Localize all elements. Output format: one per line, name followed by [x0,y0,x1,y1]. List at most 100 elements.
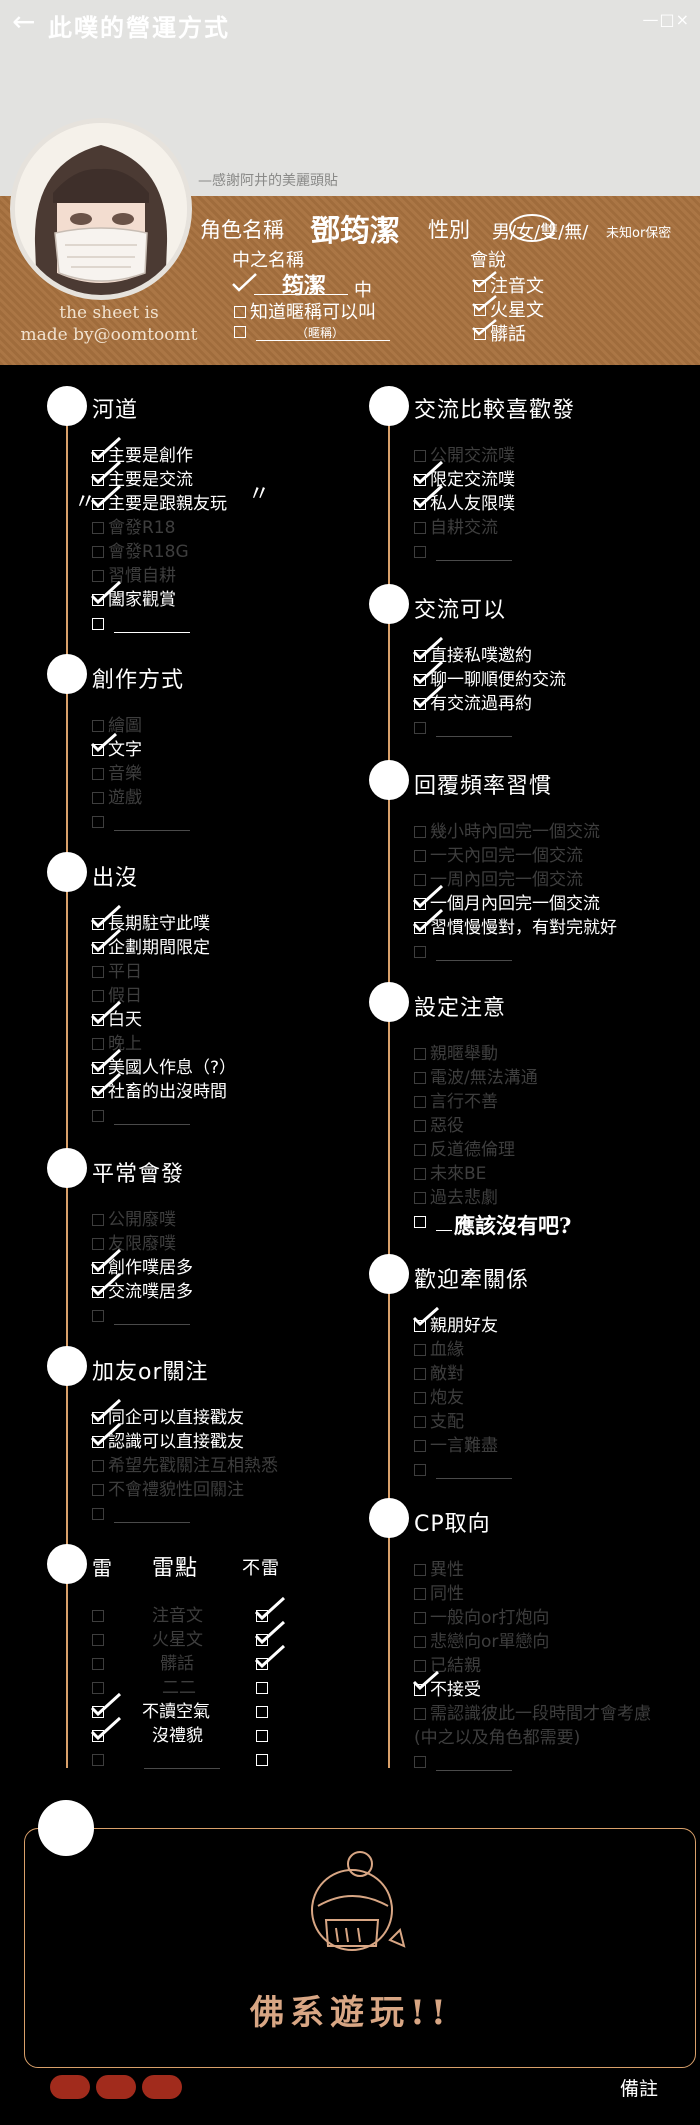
mines-row-zhuyin-right[interactable] [256,1606,272,1626]
friending-item-follow-first[interactable]: 希望先戳關注互相熱悉 [92,1456,278,1476]
creation-item-game[interactable]: 遊戲 [92,788,142,808]
usual-item-blank[interactable] [92,1306,108,1326]
cp-item-blank[interactable] [414,1752,430,1772]
usual-item-creation[interactable]: 創作噗居多 [92,1258,193,1278]
setting-item-bad-words[interactable]: 言行不善 [414,1092,498,1112]
welcome-item-dominance[interactable]: 支配 [414,1412,464,1432]
interaction-pref-item-private[interactable]: 私人友限噗 [414,494,515,514]
cp-item-no[interactable]: 不接受 [414,1680,481,1700]
mines-row-air-label: 不讀空氣 [142,1702,210,1722]
mines-row-swear-right[interactable] [256,1654,272,1674]
mines-row-extra-right[interactable] [256,1678,272,1698]
creation-item-draw[interactable]: 繪圖 [92,716,142,736]
cp-item-know-first[interactable]: 需認識彼此一段時間才會考慮 [414,1704,651,1724]
mines-row-rude-left[interactable] [92,1726,108,1746]
presence-item-blank[interactable] [92,1106,108,1126]
friending-item-no-follow-back[interactable]: 不會禮貌性回關注 [92,1480,244,1500]
mines-row-zhuyin-left[interactable] [92,1606,108,1626]
welcome-item-enemy[interactable]: 敵對 [414,1364,464,1384]
cp-item-married[interactable]: 已結親 [414,1656,481,1676]
heyue-item-r18[interactable]: 會發R18 [92,518,175,538]
usual-item-interaction[interactable]: 交流噗居多 [92,1282,193,1302]
nickname-value[interactable]: 筠潔 [282,273,327,299]
interaction-pref-item-limited[interactable]: 限定交流噗 [414,470,515,490]
heyue-item-blank[interactable] [92,614,108,634]
setting-item-future-be[interactable]: 未來BE [414,1164,486,1184]
setting-item-villain[interactable]: 惡役 [414,1116,464,1136]
heyue-item-r18g[interactable]: 會發R18G [92,542,189,562]
heyue-item-interaction[interactable]: 主要是交流 [92,470,193,490]
mines-row-swear-left[interactable] [92,1654,108,1674]
mines-row-martian-right[interactable] [256,1630,272,1650]
welcome-item-fwb[interactable]: 炮友 [414,1388,464,1408]
creation-item-blank[interactable] [92,812,108,832]
presence-item-night[interactable]: 晚上 [92,1034,142,1054]
reply-item-month[interactable]: 一個月內回完一個交流 [414,894,600,914]
creation-item-text[interactable]: 文字 [92,740,142,760]
page-indicator-1[interactable] [50,2075,90,2099]
nickname-option-3[interactable] [234,322,250,343]
creation-item-music[interactable]: 音樂 [92,764,142,784]
interaction-ok-item-chat[interactable]: 聊一聊順便約交流 [414,670,566,690]
mines-row-blank-right[interactable] [256,1750,272,1770]
interaction-ok-item-direct[interactable]: 直接私噗邀約 [414,646,532,666]
presence-item-long[interactable]: 長期駐守此噗 [92,914,210,934]
mines-row-rude-right[interactable] [256,1726,272,1746]
usual-item-friends[interactable]: 友限廢噗 [92,1234,176,1254]
heyue-item-creation[interactable]: 主要是創作 [92,446,193,466]
setting-item-past-tragedy[interactable]: 過去悲劇 [414,1188,498,1208]
presence-item-holiday[interactable]: 假日 [92,986,142,1006]
setting-item-anti-ethics[interactable]: 反道德倫理 [414,1140,515,1160]
welcome-item-blank[interactable] [414,1460,430,1480]
welcome-item-family[interactable]: 親朋好友 [414,1316,498,1336]
reply-item-blank[interactable] [414,942,430,962]
reply-item-day[interactable]: 一天內回完一個交流 [414,846,583,866]
interaction-pref-item-self[interactable]: 自耕交流 [414,518,498,538]
reply-item-slow[interactable]: 習慣慢慢對，有對完就好 [414,918,617,938]
back-arrow-icon[interactable]: ← [12,5,36,38]
friending-item-same-event[interactable]: 同企可以直接戳友 [92,1408,244,1428]
usual-item-public[interactable]: 公開廢噗 [92,1210,176,1230]
interaction-ok-item-blank[interactable] [414,718,430,738]
speaks-item-martian[interactable]: 火星文 [474,296,544,322]
mines-row-extra-left[interactable] [92,1678,108,1698]
mines-row-air-left[interactable] [92,1702,108,1722]
setting-item-intimate[interactable]: 親暱舉動 [414,1044,498,1064]
welcome-item-blood[interactable]: 血緣 [414,1340,464,1360]
presence-item-weekday[interactable]: 平日 [92,962,142,982]
speaks-item-swear[interactable]: 髒話 [474,320,526,346]
reply-item-week[interactable]: 一周內回完一個交流 [414,870,583,890]
cp-item-tragic[interactable]: 悲戀向or單戀向 [414,1632,549,1652]
setting-item-blank[interactable] [414,1212,430,1232]
character-name-value[interactable]: 鄧筠潔 [310,214,400,249]
gender-unknown-option[interactable]: 未知or保密 [606,226,672,241]
interaction-pref-item-blank[interactable] [414,542,430,562]
presence-item-us[interactable]: 美國人作息（?） [92,1058,236,1078]
heyue-item-family[interactable]: 闔家觀賞 [92,590,176,610]
presence-item-event[interactable]: 企劃期間限定 [92,938,210,958]
reply-item-hours[interactable]: 幾小時內回完一個交流 [414,822,600,842]
speaks-item-zhuyin[interactable]: 注音文 [474,272,544,298]
interaction-pref-item-public[interactable]: 公開交流噗 [414,446,515,466]
presence-item-day[interactable]: 白天 [92,1010,142,1030]
setting-item-wave[interactable]: 電波/無法溝通 [414,1068,538,1088]
interaction-ok-item-again[interactable]: 有交流過再約 [414,694,532,714]
cp-item-general[interactable]: 一般向or打炮向 [414,1608,549,1628]
heyue-item-self[interactable]: 習慣自耕 [92,566,176,586]
page-indicator-2[interactable] [96,2075,136,2099]
friending-item-known[interactable]: 認識可以直接戳友 [92,1432,244,1452]
section-dot-interaction-ok [369,584,409,624]
welcome-item-complicated[interactable]: 一言難盡 [414,1436,498,1456]
mines-row-air-right[interactable] [256,1702,272,1722]
cp-item-same[interactable]: 同性 [414,1584,464,1604]
cp-item-hetero[interactable]: 異性 [414,1560,464,1580]
friending-item-blank[interactable] [92,1504,108,1524]
page-indicator-3[interactable] [142,2075,182,2099]
window-controls-icon[interactable]: —□× [642,10,690,29]
presence-item-office[interactable]: 社畜的出沒時間 [92,1082,227,1102]
section-title-creation: 創作方式 [92,668,185,693]
mines-row-blank-left[interactable] [92,1750,108,1770]
heyue-item-friends[interactable]: 主要是跟親友玩 [92,494,227,514]
nickname-option-2[interactable]: 知道暱稱可以叫 [234,298,376,324]
mines-row-martian-left[interactable] [92,1630,108,1650]
